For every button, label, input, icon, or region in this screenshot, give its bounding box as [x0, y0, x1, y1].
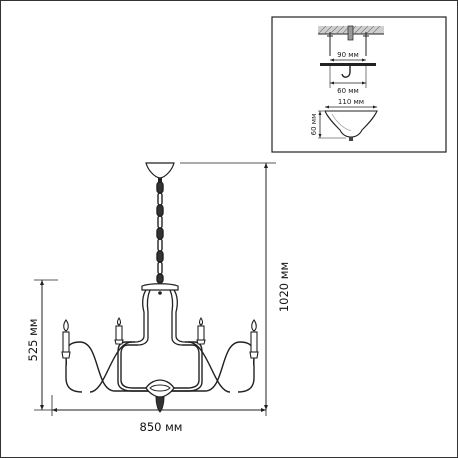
mounting-detail-inset: 90 мм 60 мм 110 мм: [271, 16, 447, 153]
arm-height-label: 525 мм: [26, 319, 40, 362]
arm-height-dimension: 525 мм: [26, 279, 58, 411]
canopy-height-label: 60 мм: [310, 114, 318, 136]
candle-inner-left: [114, 317, 124, 345]
top-plate: [141, 283, 179, 291]
ceiling-hatch: [317, 25, 384, 41]
canopy-height-dimension: 60 мм: [310, 110, 346, 139]
canopy-width-dimension: 110 мм: [325, 98, 377, 109]
chain: [156, 181, 164, 284]
bracket-width-dimension: 90 мм: [330, 51, 366, 62]
hook-span-label: 60 мм: [337, 87, 359, 95]
mounting-bar: [320, 63, 376, 66]
mounting-screws: [327, 32, 369, 56]
total-height-dimension: 1020 мм: [180, 162, 291, 410]
ceiling-canopy: [324, 110, 378, 141]
hook-span-dimension: 60 мм: [329, 66, 367, 95]
canopy-width-label: 110 мм: [338, 98, 364, 106]
central-ornament: [145, 379, 175, 413]
ceiling-cup: [145, 162, 175, 179]
bracket-width-label: 90 мм: [337, 51, 359, 59]
central-frame: [134, 289, 186, 346]
candle-inner-right: [196, 317, 206, 345]
width-label: 850 мм: [140, 420, 183, 434]
candle-outer-right: [249, 319, 259, 366]
chandelier: [61, 162, 259, 413]
candle-outer-left: [61, 319, 71, 366]
total-height-label: 1020 мм: [277, 262, 291, 312]
hook-icon: [341, 66, 351, 78]
inset-frame: [271, 16, 447, 153]
